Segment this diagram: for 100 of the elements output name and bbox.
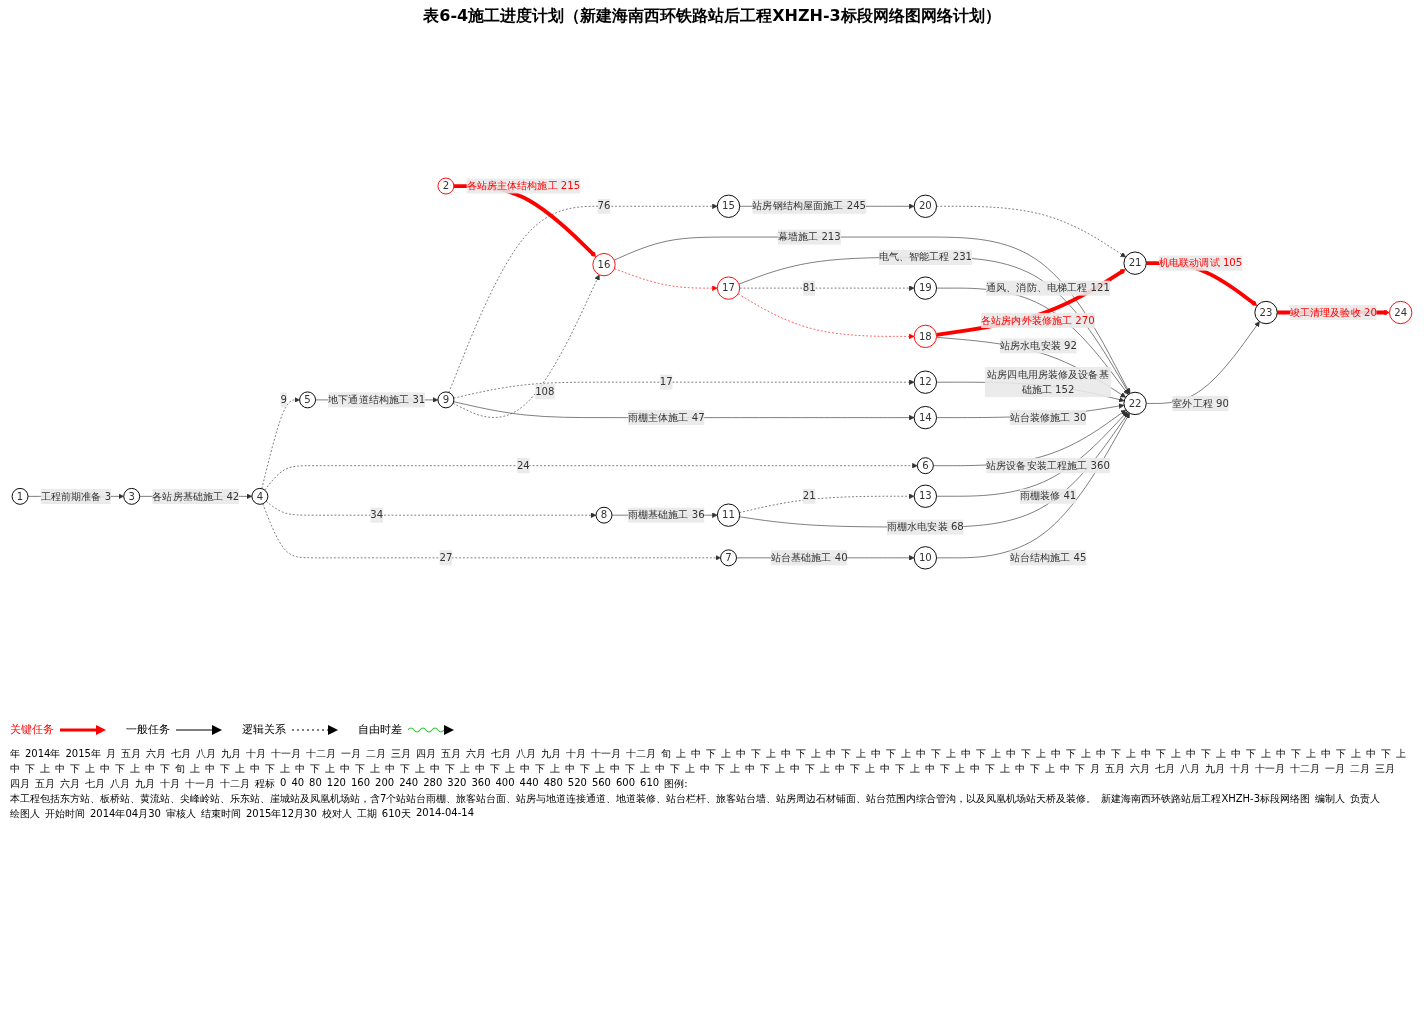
label-text: 上 xyxy=(820,762,830,776)
node-circle: 2 xyxy=(437,178,455,195)
node-circle: 4 xyxy=(251,488,269,506)
label-text: 2014-04-14 xyxy=(415,807,475,820)
label-text: 中 xyxy=(10,762,20,776)
label-text: 中 xyxy=(825,747,836,761)
label-text: 下 xyxy=(1290,747,1301,761)
label-text: 中 xyxy=(205,762,215,776)
label-text: 中 xyxy=(1365,747,1376,761)
label-text: 610天 xyxy=(381,807,411,821)
label-text: 下 xyxy=(750,747,761,761)
node-circle: 22 xyxy=(1123,392,1147,416)
label-text: 上 xyxy=(460,762,470,776)
label-text: 上 xyxy=(640,762,650,776)
edge-label: 21 xyxy=(802,490,816,503)
label-text: 四月 xyxy=(415,747,436,761)
label-text: 中 xyxy=(1095,747,1106,761)
label-text: 上 xyxy=(1125,747,1136,761)
edge-label: 站台基础施工 40 xyxy=(770,551,848,564)
label-text: 280 xyxy=(423,777,443,790)
label-text: 八月 xyxy=(195,747,216,761)
label-text: 中 xyxy=(1140,747,1151,761)
label-text: 下 xyxy=(265,762,275,776)
label-text: 旬 xyxy=(175,762,185,776)
label-text: 月 xyxy=(1090,762,1100,776)
label-text: 上 xyxy=(1035,747,1046,761)
label-text: 十二月 xyxy=(220,777,250,791)
label-text: 160 xyxy=(350,777,371,790)
label-text: 二月 xyxy=(1350,762,1370,776)
edge-label: 室外工程 90 xyxy=(1172,397,1229,410)
label-text: 一月 xyxy=(340,747,361,761)
label-text: 中 xyxy=(655,762,665,776)
label-text: 下 xyxy=(1030,762,1040,776)
label-text: 三月 xyxy=(1375,762,1395,776)
label-text: 中 xyxy=(610,762,620,776)
label-text: 中 xyxy=(520,762,530,776)
label-text: 本工程包括东方站、板桥站、黄流站、尖峰岭站、乐东站、崖城站及凤凰机场站，含7个站站台雨棚、旅客站台面、站房与地道连接通道、地道装修、站台栏杆、旅客站台墙、站房周边石材铺面、站台范围内综合管沟，以及凤凰机场站天桥及装修。 xyxy=(10,792,1097,806)
label-text: 520 xyxy=(567,777,587,790)
label-text: 上 xyxy=(595,762,605,776)
edge-label: 竣工清理及验收 20 xyxy=(1289,306,1377,319)
label-text: 九月 xyxy=(1205,762,1225,776)
label-text: 上 xyxy=(1045,762,1055,776)
diagram-title: 表6-4施工进度计划（新建海南西环铁路站后工程XHZH-3标段网络图网络计划） xyxy=(422,6,1002,27)
edge-label: 站房四电用房装修及设备基础施工 152 xyxy=(987,368,1109,396)
label-text: 上 xyxy=(415,762,425,776)
node-circle: 11 xyxy=(716,503,741,528)
edge-label: 幕墙施工 213 xyxy=(777,231,841,244)
label-text: 中 xyxy=(960,747,971,761)
label-text: 开始时间 xyxy=(45,807,85,821)
label-text: 360 xyxy=(471,777,491,790)
label-text: 上 xyxy=(990,747,1001,761)
label-text: 40 xyxy=(291,777,305,790)
label-text: 中 xyxy=(780,747,791,761)
label-text: 图例: xyxy=(664,777,688,791)
label-text: 三月 xyxy=(390,747,411,761)
node-circle: 24 xyxy=(1389,301,1413,325)
label-text: 2014年 xyxy=(25,747,61,761)
label-text: 中 xyxy=(430,762,440,776)
label-text: 下 xyxy=(1200,747,1211,761)
label-text: 下 xyxy=(115,762,125,776)
node-circle: 14 xyxy=(913,406,938,430)
label-text: 下 xyxy=(940,762,950,776)
label-text: 上 xyxy=(945,747,956,761)
label-text: 上 xyxy=(1215,747,1226,761)
edge-label: 通风、消防、电梯工程 121 xyxy=(986,282,1110,295)
node-circle: 3 xyxy=(123,488,141,506)
node-circle: 1 xyxy=(11,488,29,506)
label-text: 2015年 xyxy=(65,747,101,761)
edge-label: 站台结构施工 45 xyxy=(1009,551,1087,564)
legend-label: 一般任务 xyxy=(126,722,170,737)
label-text: 中 xyxy=(880,762,890,776)
node-circle: 18 xyxy=(913,325,938,349)
label-text: 七月 xyxy=(170,747,191,761)
label-text: 下 xyxy=(580,762,590,776)
label-text: 下 xyxy=(930,747,941,761)
label-text: 中 xyxy=(1230,747,1241,761)
label-text: 200 xyxy=(375,777,395,790)
label-text: 六月 xyxy=(60,777,80,791)
label-text: 四月 xyxy=(10,777,30,791)
edge-label: 雨棚装修 41 xyxy=(1019,490,1077,503)
edge-label: 工程前期准备 3 xyxy=(40,490,112,503)
label-text: 十一月 xyxy=(1255,762,1285,776)
label-text: 中 xyxy=(870,747,881,761)
label-text: 下 xyxy=(445,762,455,776)
label-text: 九月 xyxy=(135,777,155,791)
label-text: 五月 xyxy=(120,747,141,761)
edge-label: 站房钢结构屋面施工 245 xyxy=(752,200,867,213)
label-text: 上 xyxy=(865,762,875,776)
label-text: 下 xyxy=(490,762,500,776)
label-text: 上 xyxy=(675,747,686,761)
label-text: 中 xyxy=(1050,747,1061,761)
edge-label: 雨棚主体施工 47 xyxy=(627,411,705,424)
label-text: 下 xyxy=(840,747,851,761)
label-text: 240 xyxy=(399,777,419,790)
label-text: 五月 xyxy=(440,747,461,761)
edge-label: 雨棚水电安装 68 xyxy=(886,521,964,534)
label-text: 下 xyxy=(625,762,635,776)
label-text: 上 xyxy=(685,762,695,776)
label-text: 下 xyxy=(535,762,545,776)
label-text: 旬 xyxy=(660,747,671,761)
